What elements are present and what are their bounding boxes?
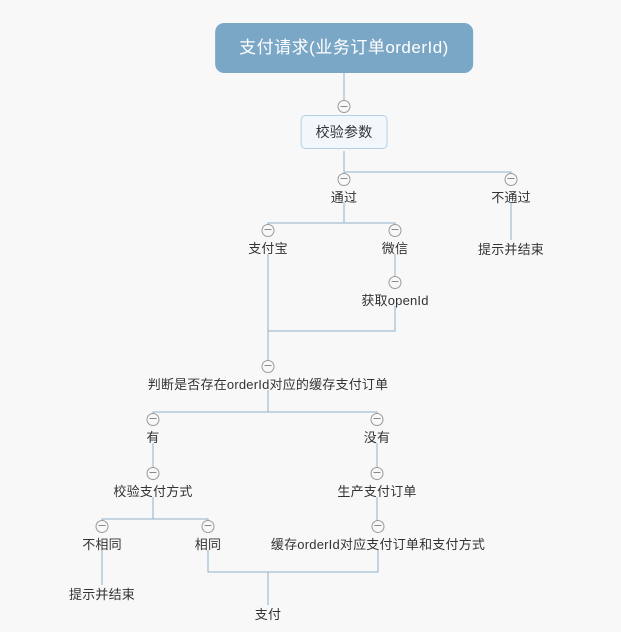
- collapse-minus-circle-icon[interactable]: [261, 223, 275, 237]
- connector-line: [268, 411, 378, 425]
- node-none[interactable]: 没有: [364, 428, 390, 447]
- collapse-minus-circle-icon[interactable]: [504, 172, 518, 186]
- connector-line: [268, 306, 396, 332]
- collapse-minus-circle-icon[interactable]: [388, 275, 402, 289]
- node-fail[interactable]: 不通过: [491, 188, 531, 207]
- node-label: 生产支付订单: [337, 483, 417, 499]
- collapse-minus-circle-icon[interactable]: [201, 519, 215, 533]
- node-fail-end[interactable]: 提示并结束: [478, 240, 544, 259]
- node-label: 缓存orderId对应支付订单和支付方式: [270, 536, 486, 552]
- collapse-minus-circle-icon[interactable]: [261, 359, 275, 373]
- node-label: 支付: [254, 606, 282, 622]
- node-root[interactable]: 支付请求(业务订单orderId): [215, 23, 473, 73]
- node-label: 微信: [381, 240, 409, 256]
- node-pay[interactable]: 支付: [255, 605, 281, 624]
- node-cache-order[interactable]: 缓存orderId对应支付订单和支付方式: [271, 535, 485, 554]
- collapse-minus-circle-icon[interactable]: [388, 223, 402, 237]
- node-label: 获取openId: [361, 292, 429, 308]
- collapse-minus-circle-icon[interactable]: [337, 172, 351, 186]
- node-label: 通过: [330, 189, 358, 205]
- node-label: 没有: [363, 429, 391, 445]
- node-label: 不通过: [491, 189, 531, 205]
- connector-line: [152, 390, 269, 425]
- node-same[interactable]: 相同: [195, 535, 221, 554]
- connector-line: [343, 151, 512, 185]
- collapse-minus-circle-icon[interactable]: [370, 412, 384, 426]
- node-pass[interactable]: 通过: [331, 188, 357, 207]
- node-label: 支付宝: [248, 240, 288, 256]
- collapse-minus-circle-icon[interactable]: [95, 519, 109, 533]
- node-alipay[interactable]: 支付宝: [248, 239, 288, 258]
- node-label: 有: [146, 429, 160, 445]
- node-label: 相同: [194, 536, 222, 552]
- node-has[interactable]: 有: [146, 428, 159, 447]
- node-wechat[interactable]: 微信: [382, 239, 408, 258]
- connector-line: [267, 203, 345, 236]
- node-openid[interactable]: 获取openId: [361, 291, 428, 310]
- collapse-minus-circle-icon[interactable]: [146, 466, 160, 480]
- node-label: 判断是否存在orderId对应的缓存支付订单: [147, 376, 389, 392]
- collapse-minus-circle-icon[interactable]: [337, 100, 351, 113]
- collapse-minus-circle-icon[interactable]: [371, 519, 385, 533]
- node-label: 不相同: [82, 536, 122, 552]
- collapse-minus-circle-icon[interactable]: [370, 466, 384, 480]
- connector-line: [344, 222, 396, 236]
- node-label: 提示并结束: [477, 241, 545, 257]
- node-check-cache[interactable]: 判断是否存在orderId对应的缓存支付订单: [148, 375, 389, 394]
- connector-line: [101, 497, 154, 532]
- node-create[interactable]: 生产支付订单: [337, 482, 416, 501]
- collapse-minus-circle-icon[interactable]: [146, 412, 160, 426]
- connector-line: [153, 518, 209, 532]
- node-label: 校验支付方式: [113, 483, 193, 499]
- node-label: 提示并结束: [68, 586, 136, 602]
- node-differ-end[interactable]: 提示并结束: [69, 585, 135, 604]
- node-check-pay[interactable]: 校验支付方式: [113, 482, 192, 501]
- node-differ[interactable]: 不相同: [82, 535, 122, 554]
- node-label: 支付请求(业务订单orderId): [215, 23, 473, 73]
- node-label: 校验参数: [300, 115, 388, 149]
- node-validate[interactable]: 校验参数: [300, 115, 388, 149]
